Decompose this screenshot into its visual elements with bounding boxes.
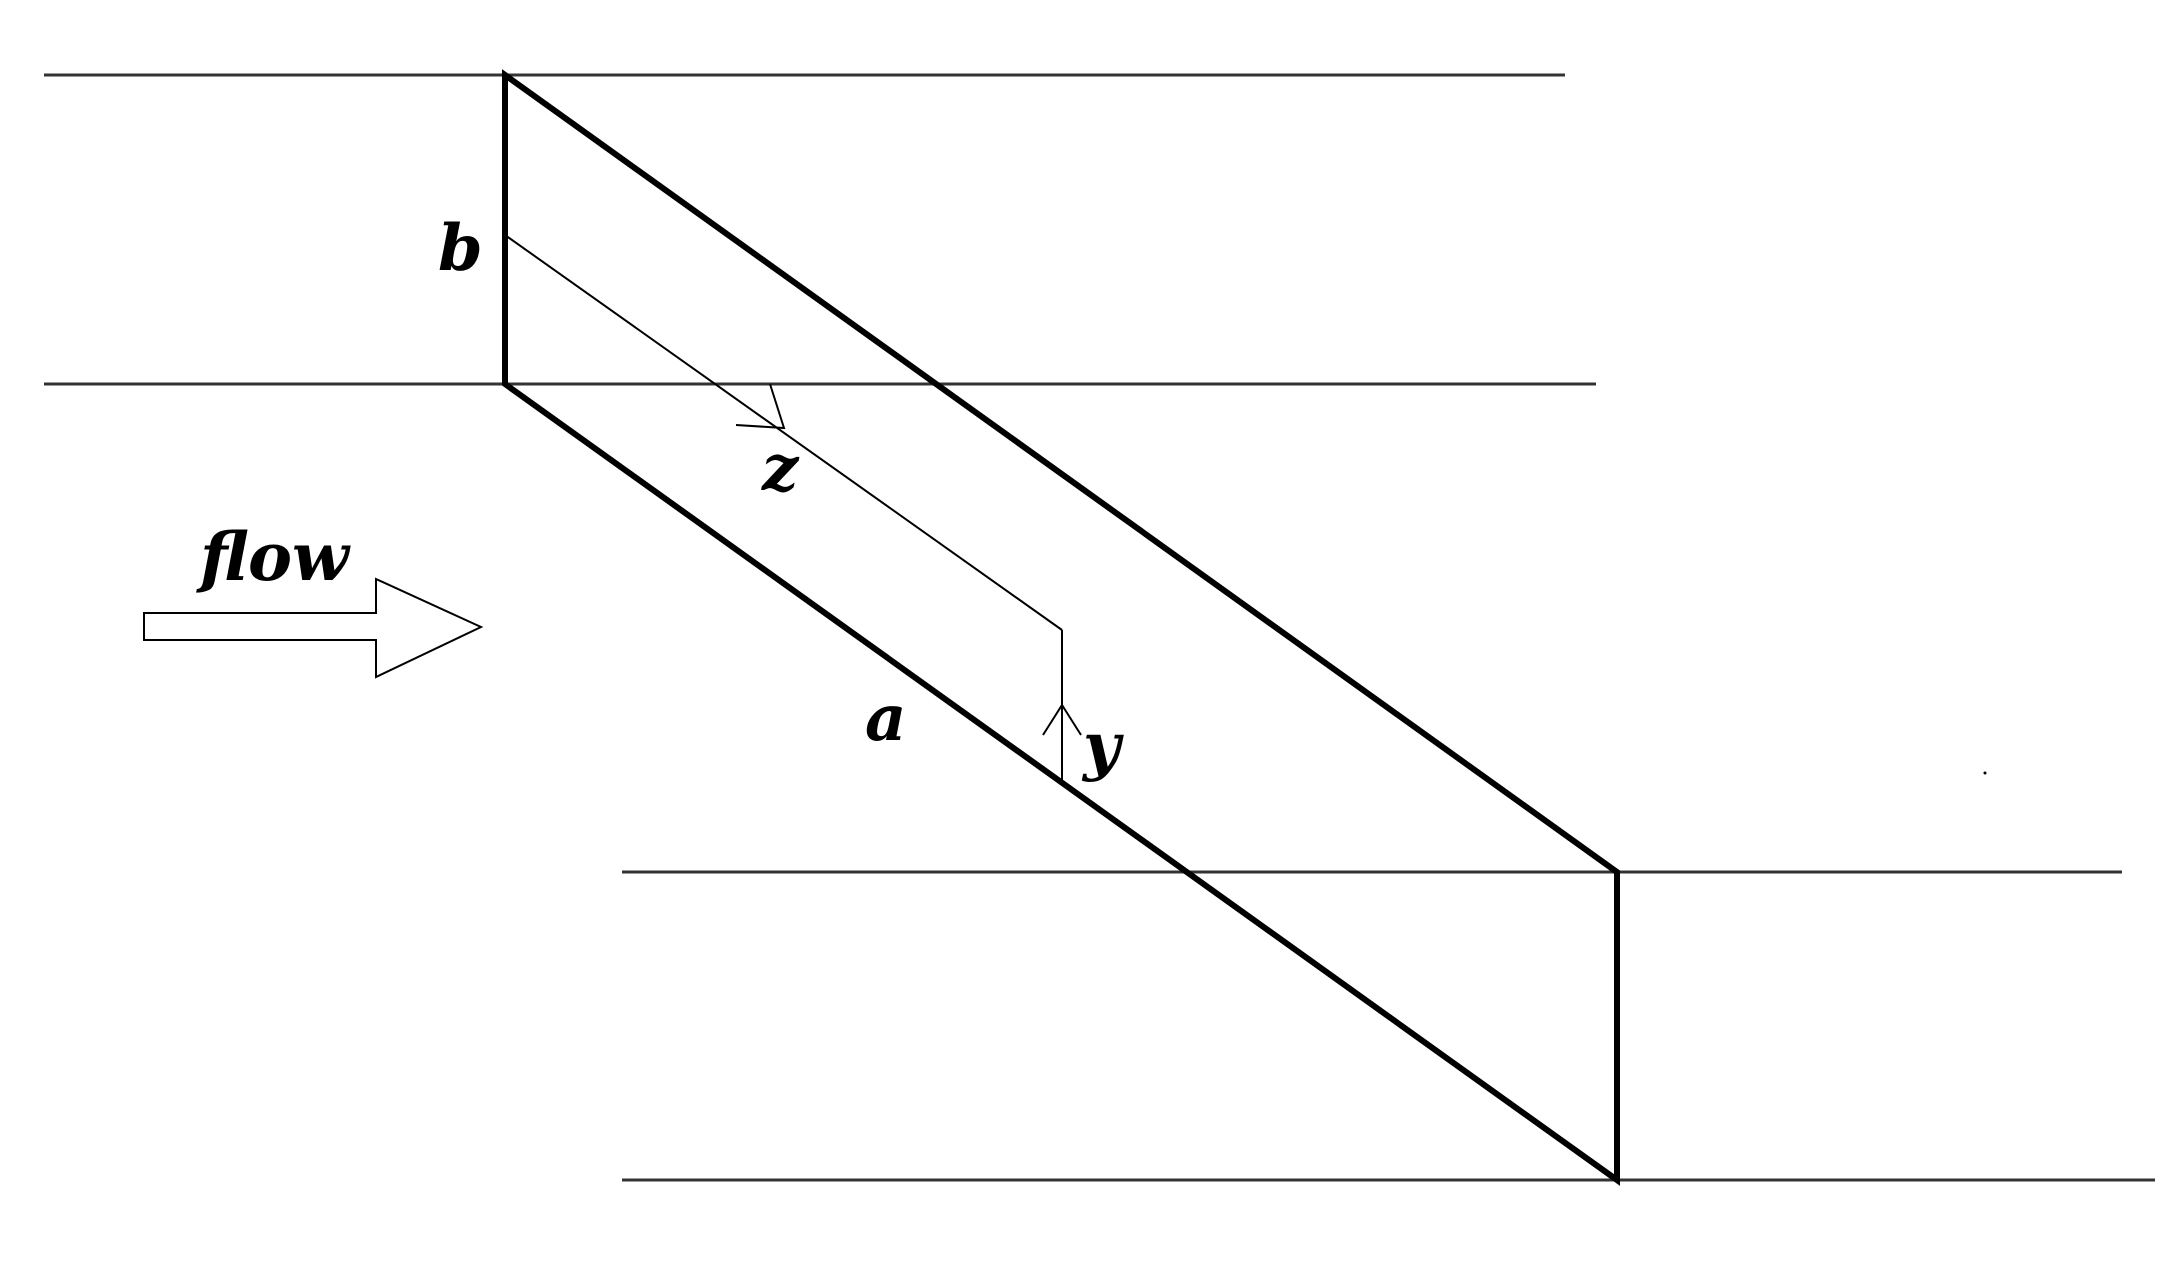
y-axis-arrowhead	[1042, 703, 1082, 736]
label-b: b	[438, 211, 483, 286]
label-z: z	[761, 431, 800, 506]
label-y: y	[1081, 709, 1124, 784]
flow-arrow-icon	[143, 577, 484, 679]
inclined-duct-parallelogram	[502, 69, 1620, 1186]
stray-dot	[1983, 771, 1987, 775]
z-axis-line	[504, 234, 1063, 631]
label-flow: flow	[196, 518, 351, 596]
z-axis-arrowhead	[735, 383, 786, 430]
label-a: a	[865, 681, 906, 756]
